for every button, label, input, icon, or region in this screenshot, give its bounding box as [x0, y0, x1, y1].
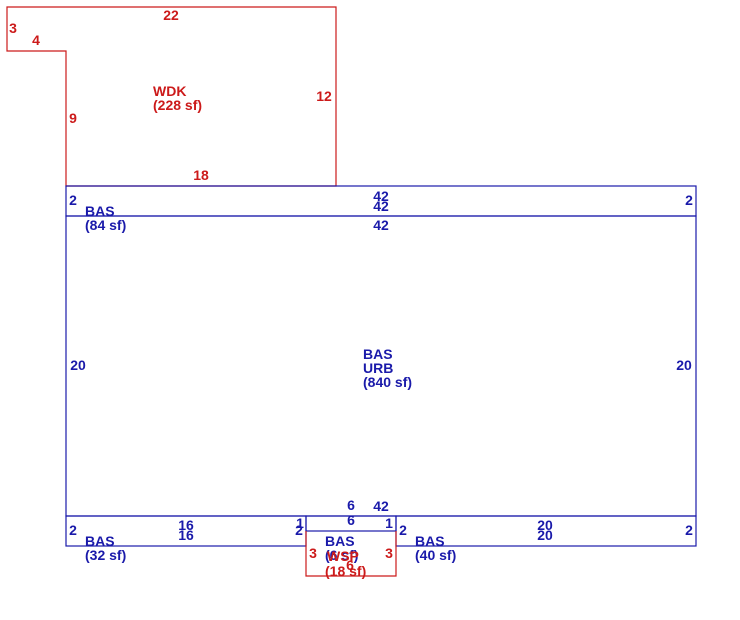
dim-left-top: 16 — [178, 517, 194, 533]
bas-left-area-label: (32 sf) — [85, 547, 126, 563]
dim-mid-right-2: 2 — [399, 522, 407, 538]
dim-wdk-top: 22 — [163, 7, 179, 23]
bas-right-code-label: BAS — [415, 533, 445, 549]
dim-top-strip-bottom: 42 — [373, 198, 389, 214]
dim-wsp-right: 3 — [385, 545, 393, 561]
dim-wdk-bottom: 18 — [193, 167, 209, 183]
dim-left-inner-2: 2 — [295, 522, 303, 538]
dim-wdk-notch-left: 3 — [9, 20, 17, 36]
bas-top-area-label: (84 sf) — [85, 217, 126, 233]
dim-right-bottom: 20 — [537, 527, 553, 543]
dim-wdk-right: 12 — [316, 88, 332, 104]
dim-left-bottom: 16 — [178, 527, 194, 543]
dim-wdk-left: 9 — [69, 110, 77, 126]
wdk-code-label: WDK — [153, 83, 186, 99]
wsp-area-label: (18 sf) — [325, 563, 366, 579]
dim-top-strip-right: 2 — [685, 192, 693, 208]
dim-main-right: 20 — [676, 357, 692, 373]
dim-wdk-notch-top: 4 — [32, 32, 40, 48]
bas-main-code-label: BAS — [363, 346, 393, 362]
bas-main-sub-label: URB — [363, 360, 393, 376]
dim-mid-top: 6 — [347, 497, 355, 513]
bas-right-area-label: (40 sf) — [415, 547, 456, 563]
bas-top-code-label: BAS — [85, 203, 115, 219]
dim-main-top: 42 — [373, 217, 389, 233]
dim-right-side: 2 — [685, 522, 693, 538]
dim-wsp-bottom: 6 — [346, 557, 354, 573]
dim-main-bottom: 42 — [373, 498, 389, 514]
bas-main-area-label: (840 sf) — [363, 374, 412, 390]
wsp-code-label: WSP — [327, 548, 359, 564]
dim-left-inner-1: 1 — [296, 515, 304, 531]
bas-mid-code-label: BAS — [325, 533, 355, 549]
wdk-area-label: (228 sf) — [153, 97, 202, 113]
dim-top-strip-left: 2 — [69, 192, 77, 208]
bas-mid-area-label: (6 sf) — [325, 547, 358, 563]
dim-right-top: 20 — [537, 517, 553, 533]
dim-wsp-left: 3 — [309, 545, 317, 561]
bas-left-code-label: BAS — [85, 533, 115, 549]
dim-left-side: 2 — [69, 522, 77, 538]
dim-mid-inner-top: 6 — [347, 512, 355, 528]
wsp-outline — [305, 531, 397, 577]
dim-main-left: 20 — [70, 357, 86, 373]
dim-mid-right-1: 1 — [385, 515, 393, 531]
dim-top-strip-top: 42 — [373, 188, 389, 204]
